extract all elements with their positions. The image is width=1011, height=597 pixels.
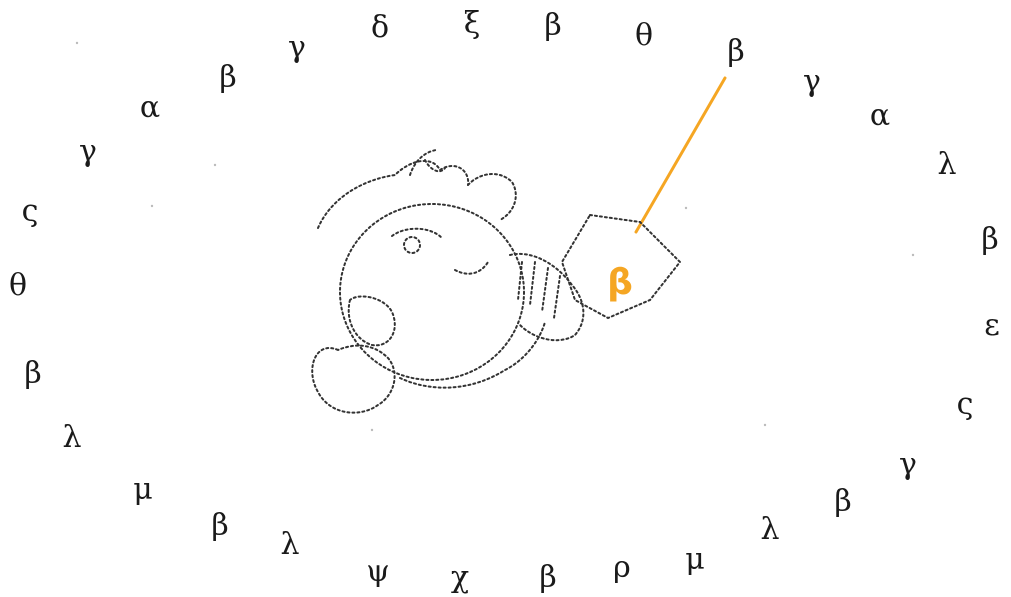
ring-glyph: ε xyxy=(984,311,1000,341)
ring-glyph: γ xyxy=(803,67,821,97)
ring-glyph: β xyxy=(544,11,561,41)
ring-glyph: ς xyxy=(22,197,39,227)
ring-glyph: ς xyxy=(957,390,974,420)
sketch-left-lobe xyxy=(312,346,394,413)
leader-line xyxy=(636,78,725,232)
ring-glyph: μ xyxy=(133,475,153,505)
sketch-lower-edge xyxy=(400,322,545,388)
ring-glyph: β xyxy=(211,511,228,541)
ring-glyph: ρ xyxy=(613,553,631,583)
ring-glyph: ψ xyxy=(366,557,390,587)
ring-glyph: γ xyxy=(899,450,917,480)
ring-glyph: β xyxy=(539,563,556,593)
ring-glyph: λ xyxy=(937,150,956,180)
ring-glyph: β xyxy=(981,225,998,255)
ring-glyph: λ xyxy=(760,515,779,545)
ring-glyph: β xyxy=(219,63,236,93)
sketch-brow xyxy=(392,229,442,238)
ring-glyph: γ xyxy=(288,33,306,63)
ring-glyph: λ xyxy=(62,423,81,453)
sketch-inner-lobe xyxy=(349,296,395,345)
speckle-dots xyxy=(76,42,914,431)
ring-glyph: α xyxy=(140,93,160,123)
ring-glyph: δ xyxy=(371,13,389,43)
ring-glyph: θ xyxy=(9,271,27,301)
sketch-top-right xyxy=(468,174,516,220)
ring-glyph: β xyxy=(24,359,41,389)
ring-glyph: θ xyxy=(635,21,653,51)
ring-glyph: α xyxy=(870,101,890,131)
ring-glyph: χ xyxy=(451,563,469,593)
sketch-top-left xyxy=(318,161,468,228)
ring-glyph: γ xyxy=(79,137,97,167)
sketch-mouth xyxy=(455,262,488,274)
ring-glyph: μ xyxy=(685,545,705,575)
sketch-body xyxy=(340,204,524,380)
ring-glyph: β xyxy=(834,487,851,517)
sketch-eye xyxy=(404,237,420,253)
ring-glyph: ξ xyxy=(464,9,481,39)
highlighted-glyph: β xyxy=(607,265,633,301)
ring-glyph: λ xyxy=(280,530,299,560)
ring-glyph: β xyxy=(727,37,744,67)
